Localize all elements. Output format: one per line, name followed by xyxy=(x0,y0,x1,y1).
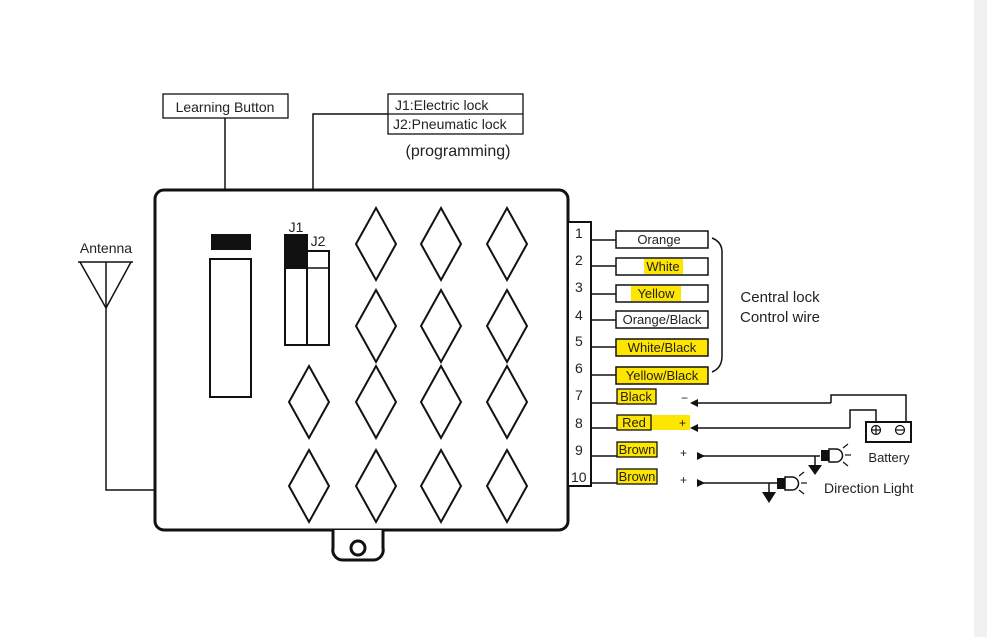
svg-text:5: 5 xyxy=(575,333,583,349)
battery-icon xyxy=(865,421,912,443)
antenna-label: Antenna xyxy=(80,240,132,256)
j2-pneumatic-label: J2:Pneumatic lock xyxy=(393,116,508,132)
wire-5: 5 White/Black xyxy=(575,333,709,357)
central-lock-label: Central lock xyxy=(740,289,820,306)
wire-8-label: Red xyxy=(622,415,646,430)
wire-10: 10 Brown + xyxy=(571,468,777,487)
svg-text:+: + xyxy=(679,416,686,430)
learning-button[interactable] xyxy=(211,234,251,250)
svg-text:2: 2 xyxy=(575,252,583,268)
central-lock-bracket xyxy=(711,237,723,373)
svg-text:+: + xyxy=(680,473,687,487)
module-diamond-pattern xyxy=(287,205,529,525)
svg-text:8: 8 xyxy=(575,415,583,431)
wire-6: 6 Yellow/Black xyxy=(575,360,709,385)
wire-7: 7 Black − xyxy=(575,387,907,422)
mounting-hole xyxy=(349,539,367,557)
j1-electric-label: J1:Electric lock xyxy=(395,97,489,113)
wire-6-label: Yellow/Black xyxy=(626,368,699,383)
svg-text:3: 3 xyxy=(575,279,583,295)
programming-label: (programming) xyxy=(406,143,511,160)
terminal-block xyxy=(567,221,592,487)
wire-2: 2 White xyxy=(575,252,709,276)
wire-9: 9 Brown + xyxy=(575,441,820,460)
svg-text:7: 7 xyxy=(575,387,583,403)
learning-button-label: Learning Button xyxy=(176,99,275,115)
jumper-j1-cap xyxy=(285,235,307,269)
control-wire-label: Control wire xyxy=(740,309,820,326)
learning-button-callout xyxy=(162,93,289,119)
wire-5-label: White/Black xyxy=(628,340,697,355)
antenna-icon xyxy=(78,261,133,309)
wire-1-label: Orange xyxy=(637,232,680,247)
svg-text:9: 9 xyxy=(575,442,583,458)
learning-button-slot xyxy=(209,258,252,398)
direction-light-1-icon xyxy=(808,443,851,475)
svg-text:1: 1 xyxy=(575,225,583,241)
svg-text:10: 10 xyxy=(571,469,587,485)
direction-light-2-icon xyxy=(762,471,807,503)
wire-3-label: Yellow xyxy=(637,286,675,301)
wire-3: 3 Yellow xyxy=(575,279,709,303)
svg-text:−: − xyxy=(681,391,688,405)
battery-label: Battery xyxy=(868,450,910,465)
wire-9-label: Brown xyxy=(619,442,656,457)
jumper-j2[interactable] xyxy=(306,250,330,346)
svg-text:4: 4 xyxy=(575,307,583,323)
direction-light-label: Direction Light xyxy=(824,480,914,496)
wire-4-label: Orange/Black xyxy=(623,312,702,327)
svg-text:6: 6 xyxy=(575,360,583,376)
right-edge-strip xyxy=(974,0,987,637)
j1-label: J1 xyxy=(289,219,304,235)
wire-4: 4 Orange/Black xyxy=(575,307,709,329)
wire-2-label: White xyxy=(646,259,679,274)
wire-8: 8 Red + xyxy=(575,409,877,432)
j2-label: J2 xyxy=(311,233,326,249)
svg-text:+: + xyxy=(680,446,687,460)
wire-7-label: Black xyxy=(620,389,652,404)
wire-1: 1 Orange xyxy=(575,225,709,249)
wire-10-label: Brown xyxy=(619,469,656,484)
